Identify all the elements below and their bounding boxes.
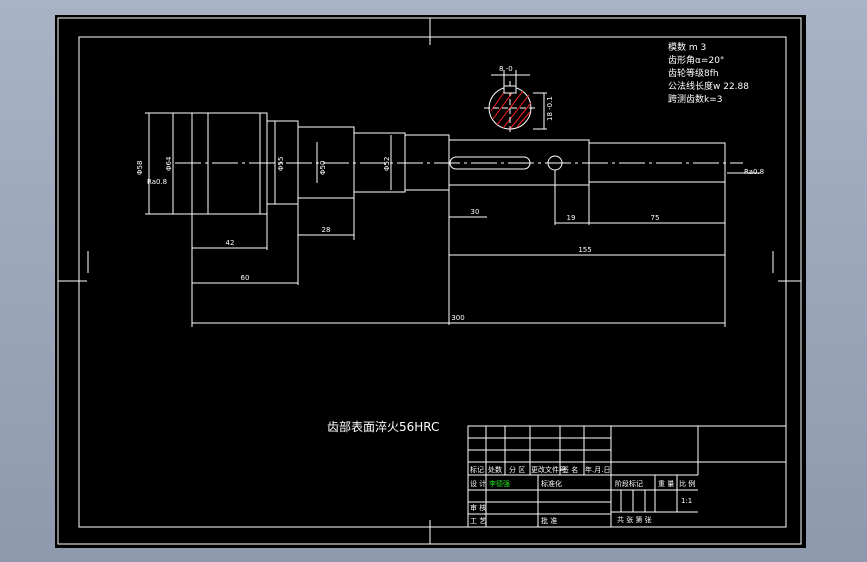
param-pressure-angle: 齿形角α=20° bbox=[668, 54, 724, 66]
tb-scale-value: 1:1 bbox=[681, 497, 692, 505]
param-accuracy: 齿轮等级8fh bbox=[668, 67, 719, 79]
param-span-teeth: 跨测齿数k=3 bbox=[668, 93, 722, 105]
roughness-left: Ra0.8 bbox=[147, 178, 167, 186]
tb-design-label: 设 计 bbox=[470, 479, 486, 488]
dim-len-60: 60 bbox=[241, 274, 250, 282]
cad-drawing-viewport[interactable]: 8 -0 18 -0.1 模数 m 3 齿形角α=20° 齿轮等级8fh 公法线… bbox=[55, 15, 806, 548]
drawing-frame bbox=[78, 36, 787, 528]
tb-standardize-label: 标准化 bbox=[541, 479, 562, 488]
tb-approve-label: 批 准 bbox=[541, 516, 557, 525]
tb-stage-header: 阶段标记 bbox=[615, 479, 643, 488]
tb-col-mark: 标记 bbox=[470, 465, 484, 474]
tb-sheets-text: 共 张 第 张 bbox=[617, 515, 652, 524]
keyway-depth-label: 18 -0.1 bbox=[546, 96, 554, 121]
roughness-right: Ra0.8 bbox=[744, 168, 764, 176]
tb-review-label: 审 核 bbox=[470, 503, 486, 512]
dim-len-155: 155 bbox=[578, 246, 591, 254]
shaft-drawing: 8 -0 18 -0.1 模数 m 3 齿形角α=20° 齿轮等级8fh 公法线… bbox=[57, 17, 802, 545]
param-span-length: 公法线长度w 22.88 bbox=[668, 80, 749, 92]
dim-d-step1: Φ55 bbox=[277, 157, 285, 171]
keyway-section-view: 8 -0 18 -0.1 bbox=[484, 65, 554, 135]
tb-col-count: 处数 bbox=[488, 465, 502, 474]
dim-d-left-small: Φ58 bbox=[136, 161, 144, 175]
tb-process-label: 工 艺 bbox=[470, 517, 486, 525]
frame-tick-marks bbox=[87, 251, 774, 273]
dim-d-step2: Φ50 bbox=[319, 161, 327, 175]
length-dimensions bbox=[191, 170, 726, 327]
tb-col-date: 年.月.日 bbox=[585, 465, 610, 474]
gear-parameters: 模数 m 3 齿形角α=20° 齿轮等级8fh 公法线长度w 22.88 跨测齿… bbox=[668, 41, 749, 105]
section-keyway bbox=[503, 85, 517, 94]
dim-len-19: 19 bbox=[567, 214, 576, 222]
dim-len-300: 300 bbox=[451, 314, 464, 322]
param-module: 模数 m 3 bbox=[668, 41, 706, 53]
diameter-dimensions bbox=[145, 112, 392, 215]
dim-len-42: 42 bbox=[226, 239, 235, 247]
dim-d-flange: Φ64 bbox=[165, 156, 173, 171]
dim-d-step3: Φ52 bbox=[383, 157, 391, 171]
tb-col-signature: 签 名 bbox=[562, 465, 578, 474]
tb-col-change-doc: 更改文件号 bbox=[531, 465, 566, 474]
dim-len-30: 30 bbox=[471, 208, 480, 216]
dim-len-75: 75 bbox=[651, 214, 660, 222]
tb-scale-header: 比 例 bbox=[679, 479, 695, 488]
tb-col-zone: 分 区 bbox=[509, 465, 525, 474]
heat-treatment-note: 齿部表面淬火56HRC bbox=[327, 419, 439, 434]
centering-marks bbox=[58, 18, 801, 544]
tb-weight-header: 重 量 bbox=[658, 480, 674, 488]
keyway-width-label: 8 -0 bbox=[499, 65, 513, 73]
title-block bbox=[467, 425, 787, 528]
dim-len-28: 28 bbox=[322, 226, 331, 234]
tb-designer-name: 李德强 bbox=[489, 479, 510, 488]
